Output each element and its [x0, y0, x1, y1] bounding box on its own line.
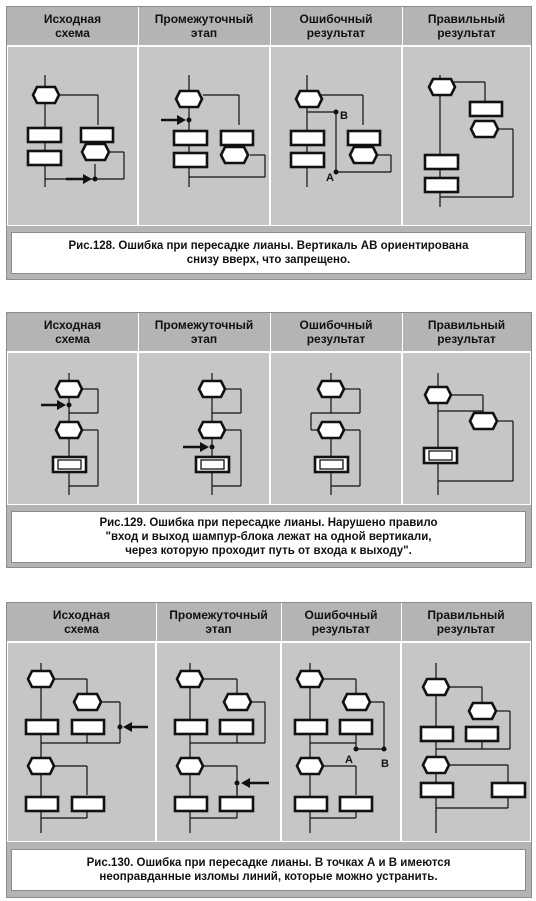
- panel-initial-scheme: [7, 46, 138, 226]
- panel-wrong: A B: [281, 642, 401, 842]
- header-intermediate-stage: Промежуточный этап: [138, 313, 271, 351]
- panel-correct: [402, 352, 531, 505]
- header-intermediate-stage: Промежуточный этап: [138, 7, 271, 45]
- header-wrong-result: Ошибочный результат: [270, 313, 403, 351]
- diagram-wrong: B A: [289, 75, 392, 187]
- panel-wrong: [270, 352, 402, 505]
- figure-130: Исходная схема Промежуточный этап Ошибоч…: [6, 602, 532, 898]
- panel-wrong: B A: [270, 46, 402, 226]
- panel-intermediate: [138, 46, 270, 226]
- diagram-wrong: [310, 373, 361, 495]
- label-a: A: [345, 754, 353, 766]
- label-b: B: [381, 758, 389, 770]
- diagram-intermediate: [161, 75, 266, 187]
- caption-130: Рис.130. Ошибка при пересадке лианы. В т…: [11, 849, 526, 891]
- diagram-correct: [423, 75, 514, 207]
- caption-128: Рис.128. Ошибка при пересадке лианы. Вер…: [11, 232, 526, 274]
- header-wrong-result: Ошибочный результат: [281, 603, 402, 641]
- diagram-intermediate: [183, 373, 242, 495]
- panel-initial-scheme: [7, 352, 138, 505]
- diagram-correct: [419, 663, 527, 833]
- header-correct-result: Правильный результат: [427, 12, 506, 40]
- diagram-initial: [41, 373, 99, 495]
- header-correct-result: Правильный результат: [427, 608, 505, 636]
- panel-correct: [401, 642, 531, 842]
- header-wrong-result: Ошибочный результат: [270, 7, 403, 45]
- header-initial-scheme: Исходная схема: [7, 7, 139, 45]
- header-initial-scheme: Исходная схема: [7, 603, 157, 641]
- diagram-initial: [24, 663, 148, 833]
- caption-129: Рис.129. Ошибка при пересадке лианы. Нар…: [11, 511, 526, 563]
- diagram-intermediate: [173, 663, 269, 833]
- panel-intermediate: [138, 352, 270, 505]
- header-intermediate-stage: Промежуточный этап: [156, 603, 282, 641]
- panel-correct: [402, 46, 531, 226]
- figure-128: Исходная схема Промежуточный этап Ошибоч…: [6, 6, 532, 280]
- diagram-wrong: A B: [293, 663, 389, 833]
- label-a: A: [326, 172, 334, 184]
- figure-129: Исходная схема Промежуточный этап Ошибоч…: [6, 312, 532, 568]
- diagram-initial: [26, 75, 125, 187]
- diagram-correct: [422, 373, 514, 495]
- panel-initial-scheme: [7, 642, 156, 842]
- label-b: B: [340, 110, 348, 122]
- header-correct-result: Правильный результат: [427, 318, 506, 346]
- panel-intermediate: [156, 642, 281, 842]
- header-initial-scheme: Исходная схема: [7, 313, 139, 351]
